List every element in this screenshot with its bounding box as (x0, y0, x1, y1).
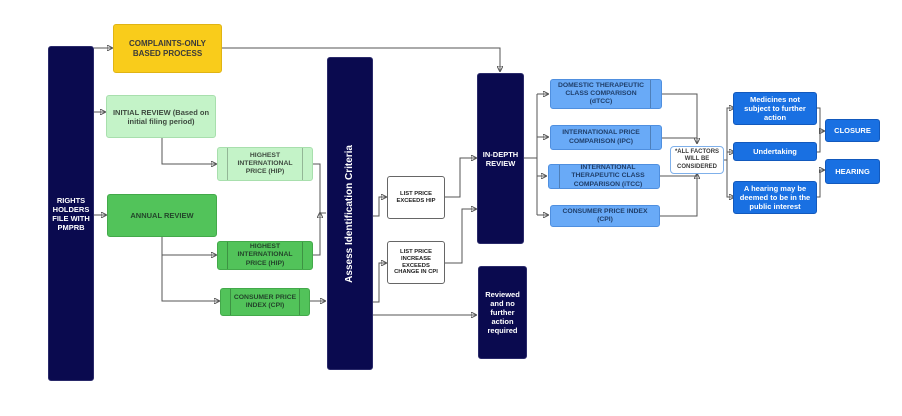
list-price-cpi-box: LIST PRICE INCREASE EXCEEDS CHANGE IN CP… (387, 241, 445, 284)
in-depth-review-box: IN-DEPTH REVIEW (477, 73, 524, 244)
ipc-box: INTERNATIONAL PRICE COMPARISON (IPC) (550, 125, 662, 150)
undertaking-label: Undertaking (753, 147, 797, 156)
annual-cpi-label: CONSUMER PRICE INDEX (CPI) (233, 293, 297, 309)
reviewed-box: Reviewed and no further action required (478, 266, 527, 359)
annual-hip-label: HIGHEST INTERNATIONAL PRICE (HIP) (237, 243, 293, 267)
all-factors-label: *ALL FACTORS WILL BE CONSIDERED (674, 149, 720, 170)
itcc-box: INTERNATIONAL THERAPEUTIC CLASS COMPARIS… (548, 164, 660, 189)
edge-lpcpi-indepth (444, 209, 476, 264)
closure-label: CLOSURE (834, 126, 871, 135)
medicines-not-subject-label: Medicines not subject to further action (744, 95, 806, 122)
hearing-public-interest-label: A hearing may be deemed to be in the pub… (739, 184, 811, 211)
edge-undertaking-closure (817, 131, 821, 153)
undertaking-box: Undertaking (733, 142, 817, 161)
medicines-not-subject-box: Medicines not subject to further action (733, 92, 817, 125)
annual-review-label: ANNUAL REVIEW (130, 211, 194, 220)
hearing-box: HEARING (825, 159, 880, 184)
itcc-label: INTERNATIONAL THERAPEUTIC CLASS COMPARIS… (571, 164, 645, 188)
edge-hip2-assess (312, 213, 320, 256)
edge-dtcc-note (662, 93, 697, 143)
reviewed-label: Reviewed and no further action required (485, 290, 520, 335)
edge-cpi-note (660, 174, 697, 217)
list-price-hip-label: LIST PRICE EXCEEDS HIP (396, 190, 436, 204)
dtcc-label: DOMESTIC THERAPEUTIC CLASS COMPARISON (d… (557, 81, 645, 106)
annual-review-box: ANNUAL REVIEW (107, 194, 217, 237)
edge-assess-lphip (372, 197, 386, 217)
hearing-label: HEARING (835, 167, 870, 176)
initial-hip-box: HIGHEST INTERNATIONAL PRICE (HIP) (217, 147, 313, 181)
edge-initial-hip (161, 138, 216, 164)
annual-cpi-box: CONSUMER PRICE INDEX (CPI) (220, 288, 310, 316)
initial-review-label: INITIAL REVIEW (Based on initial filing … (112, 107, 210, 126)
annual-hip-box: HIGHEST INTERNATIONAL PRICE (HIP) (217, 241, 313, 270)
cpi-label: CONSUMER PRICE INDEX (CPI) (562, 207, 648, 223)
in-depth-review-label: IN-DEPTH REVIEW (482, 149, 519, 168)
edge-itcc-note (660, 174, 698, 177)
edge-hearingpublic-hearing (817, 170, 824, 198)
initial-hip-label: HIGHEST INTERNATIONAL PRICE (HIP) (237, 151, 293, 176)
list-price-cpi-label: LIST PRICE INCREASE EXCEEDS CHANGE IN CP… (394, 248, 438, 276)
dtcc-box: DOMESTIC THERAPEUTIC CLASS COMPARISON (d… (550, 79, 662, 109)
ipc-label: INTERNATIONAL PRICE COMPARISON (IPC) (562, 129, 640, 145)
edge-annual-cpi (161, 237, 219, 301)
complaints-process-label: COMPLAINTS-ONLY BASED PROCESS (128, 38, 207, 58)
rights-holders-label: RIGHTS HOLDERS FILE WITH PMPRB (52, 195, 90, 232)
list-price-hip-box: LIST PRICE EXCEEDS HIP (387, 176, 445, 219)
edge-annual-hip (161, 237, 216, 255)
closure-box: CLOSURE (825, 119, 880, 142)
assess-criteria-label: Assess Identification Criteria (344, 144, 355, 283)
rights-holders-box: RIGHTS HOLDERS FILE WITH PMPRB (48, 46, 94, 381)
edge-lphip-indepth (444, 158, 476, 198)
hearing-public-interest-box: A hearing may be deemed to be in the pub… (733, 181, 817, 214)
assess-criteria-box: Assess Identification Criteria (327, 57, 373, 370)
cpi-box: CONSUMER PRICE INDEX (CPI) (550, 205, 660, 227)
edge-assess-lpcpi (372, 263, 386, 303)
edge-medicines-closure (817, 107, 824, 131)
initial-review-box: INITIAL REVIEW (Based on initial filing … (106, 95, 216, 138)
all-factors-note: *ALL FACTORS WILL BE CONSIDERED (670, 146, 724, 174)
complaints-process-box: COMPLAINTS-ONLY BASED PROCESS (113, 24, 222, 73)
edge-hip1-assess (312, 163, 326, 214)
